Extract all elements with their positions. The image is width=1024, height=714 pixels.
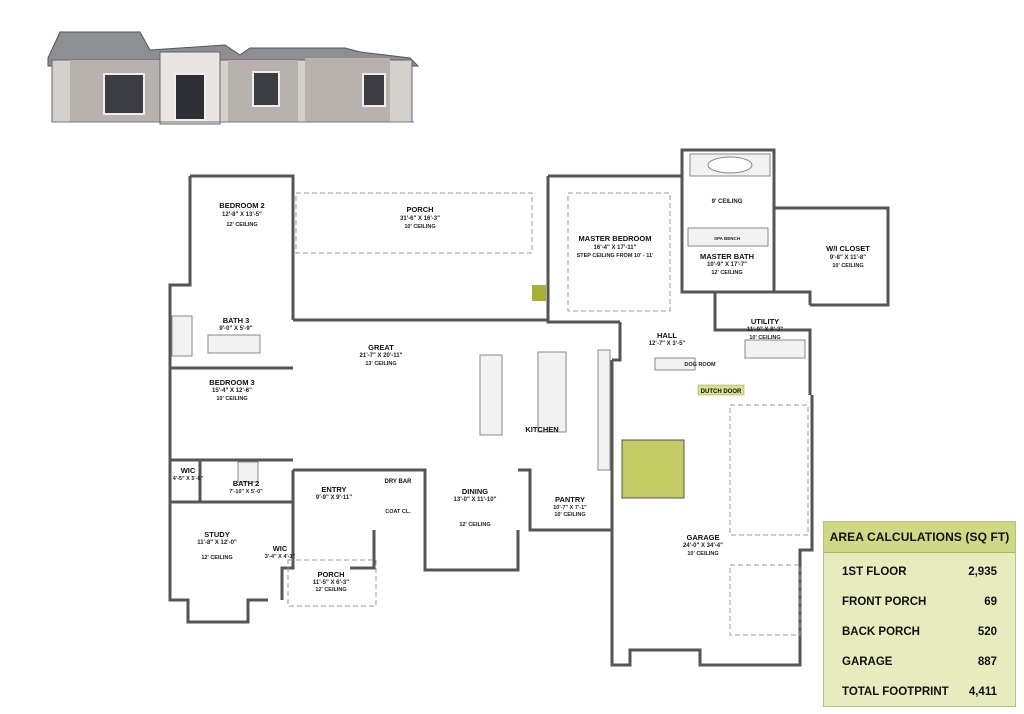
study-dims: 11'-8" X 12'-0" (197, 540, 237, 546)
dry-bar-label: DRY BAR (384, 479, 412, 485)
entry-name: ENTRY (321, 485, 346, 494)
wi-closet-dims: 9'-8" X 11'-8" (830, 255, 866, 261)
dutch-door-tag (697, 384, 745, 396)
area-row-value: 4,411 (968, 686, 997, 698)
wi-closet-name: W/I CLOSET (826, 244, 870, 253)
house-elevation-rendering (47, 31, 420, 125)
walls (168, 148, 890, 667)
porch-front-ceiling: 12' CEILING (315, 587, 346, 593)
bedroom3-name: BEDROOM 3 (209, 378, 254, 387)
porch-front-dims: 11'-5" X 6'-3" (313, 580, 349, 586)
kitchen-counter (597, 349, 611, 471)
bath2-shower (237, 461, 259, 483)
dog-room-label: DOG ROOM (684, 362, 716, 368)
area-row-value: 520 (977, 626, 997, 638)
fixtures (171, 153, 806, 483)
entry-dims: 9'-9" X 9'-11" (316, 495, 352, 501)
bedroom3-dims: 15'-4" X 12'-6" (212, 388, 252, 394)
porch-outlines (287, 192, 809, 636)
room-labels: BEDROOM 2 12'-8" X 13'-5" 12' CEILING PO… (173, 199, 871, 593)
utility-name: UTILITY (751, 317, 779, 326)
wic1-dims: 4'-5" X 5'-0" (173, 476, 204, 482)
ceiling-9-label: 9' CEILING (712, 199, 743, 205)
bedroom2-name: BEDROOM 2 (219, 201, 264, 210)
area-row-value: 69 (984, 596, 997, 608)
bath3-vanity (207, 334, 261, 354)
bath3-name: BATH 3 (223, 316, 250, 325)
area-row-label: FRONT PORCH (842, 596, 927, 608)
mechanical-block (621, 439, 685, 499)
bedroom2-ceiling: 12' CEILING (226, 222, 257, 228)
dog-room-counter (654, 357, 696, 371)
kitchen-island-2 (537, 351, 567, 433)
area-row-label: BACK PORCH (842, 626, 920, 638)
master-bath-name: MASTER BATH (700, 252, 754, 261)
area-row-garage: GARAGE 887 (842, 656, 997, 674)
pantry-dims: 10'-7" X 7'-1" (553, 505, 587, 511)
bath2-dims: 7'-10" X 5'-0" (229, 489, 263, 495)
spa-bench-box (687, 227, 769, 247)
bath2-name: BATH 2 (233, 479, 260, 488)
pantry-name: PANTRY (555, 495, 585, 504)
porch-front-name: PORCH (317, 570, 344, 579)
garage-dims: 24'-0" X 34'-4" (683, 543, 723, 549)
master-bedroom-dims: 16'-4" X 17'-11" (594, 245, 637, 251)
porch-back-ceiling: 10' CEILING (404, 224, 435, 230)
area-calculations-panel: AREA CALCULATIONS (SQ FT) 1ST FLOOR 2,93… (823, 521, 1016, 707)
area-row-value: 887 (977, 656, 997, 668)
utility-counter (744, 339, 806, 359)
area-row-value: 2,935 (968, 566, 997, 578)
porch-back-dims: 31'-6" X 16'-3" (400, 216, 440, 222)
bath3-dims: 9'-0" X 5'-9" (219, 326, 252, 332)
great-ceiling: 13' CEILING (365, 361, 396, 367)
area-calculations-title: AREA CALCULATIONS (SQ FT) (824, 522, 1015, 553)
coat-closet-label: COAT CL. (385, 509, 411, 515)
kitchen-island (479, 354, 503, 436)
spa-bench-label: SPA BENCH (714, 236, 740, 241)
garage-ceiling: 10' CEILING (687, 551, 718, 557)
dutch-door-label: DUTCH DOOR (701, 389, 742, 395)
utility-ceiling: 10' CEILING (749, 335, 780, 341)
area-row-first-floor: 1ST FLOOR 2,935 (842, 566, 997, 584)
area-row-back-porch: BACK PORCH 520 (842, 626, 997, 644)
dining-ceiling: 12' CEILING (459, 522, 490, 528)
area-row-label: TOTAL FOOTPRINT (842, 686, 949, 698)
utility-dims: 11'-0" X 8'-3" (747, 327, 783, 333)
area-row-label: 1ST FLOOR (842, 566, 907, 578)
wic2-name: WIC (273, 544, 288, 553)
pantry-ceiling: 10' CEILING (554, 512, 585, 518)
wic1-name: WIC (181, 466, 196, 475)
master-bedroom-ceiling: STEP CEILING FROM 10' - 11' (577, 253, 654, 259)
area-row-front-porch: FRONT PORCH 69 (842, 596, 997, 614)
wi-closet-ceiling: 10' CEILING (832, 263, 863, 269)
dining-dims: 13'-0" X 11'-10" (454, 497, 497, 503)
bedroom3-ceiling: 10' CEILING (216, 396, 247, 402)
area-row-total-footprint: TOTAL FOOTPRINT 4,411 (842, 686, 997, 704)
bath3-tub (171, 315, 193, 357)
master-bedroom-name: MASTER BEDROOM (579, 234, 652, 243)
great-dims: 21'-7" X 20'-11" (360, 353, 403, 359)
dining-name: DINING (462, 487, 488, 496)
study-name: STUDY (204, 530, 229, 539)
porch-back-name: PORCH (406, 205, 433, 214)
hall-name: HALL (657, 331, 677, 340)
garage-name: GARAGE (687, 533, 720, 542)
yellow-panel (532, 285, 546, 301)
great-name: GREAT (368, 343, 394, 352)
bedroom2-dims: 12'-8" X 13'-5" (222, 212, 262, 218)
master-bath-dims: 10'-9" X 17'-7" (707, 262, 747, 268)
master-bath-ceiling: 12' CEILING (711, 270, 742, 276)
wic2-dims: 3'-4" X 4'-1" (265, 554, 296, 560)
study-ceiling: 12' CEILING (201, 555, 232, 561)
hall-dims: 12'-7" X 3'-5" (649, 341, 686, 347)
area-row-label: GARAGE (842, 656, 893, 668)
kitchen-name: KITCHEN (525, 425, 558, 434)
